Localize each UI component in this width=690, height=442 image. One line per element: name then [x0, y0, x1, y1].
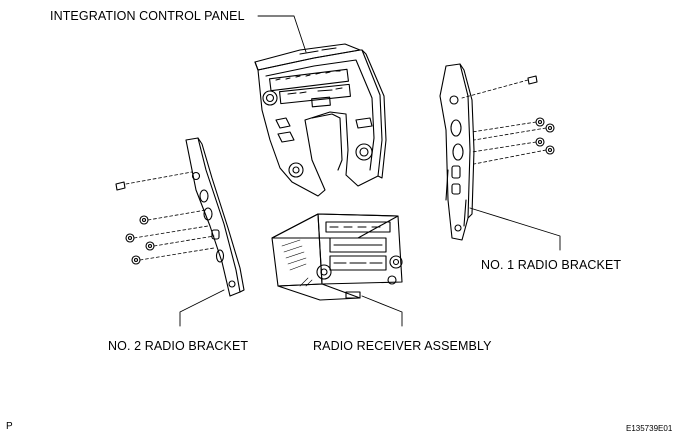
corner-mark: P [6, 421, 13, 432]
no1-radio-bracket-label: NO. 1 RADIO BRACKET [481, 258, 622, 272]
label-leader-lines [180, 16, 560, 326]
no2-radio-bracket-part [186, 138, 244, 296]
integration-control-panel-label: INTEGRATION CONTROL PANEL [50, 9, 245, 23]
no2-bracket-screws [116, 182, 154, 264]
figure-code: E135739E01 [626, 424, 673, 433]
radio-receiver-assembly-label: RADIO RECEIVER ASSEMBLY [313, 339, 492, 353]
no2-bracket-screw-leaders [126, 172, 214, 260]
no1-bracket-screw-leaders [462, 80, 546, 164]
no1-radio-bracket-part [440, 64, 474, 240]
no2-radio-bracket-label: NO. 2 RADIO BRACKET [108, 339, 249, 353]
radio-receiver-assembly-part [272, 214, 402, 300]
no1-bracket-screws [528, 76, 554, 154]
integration-control-panel-part [255, 44, 386, 196]
